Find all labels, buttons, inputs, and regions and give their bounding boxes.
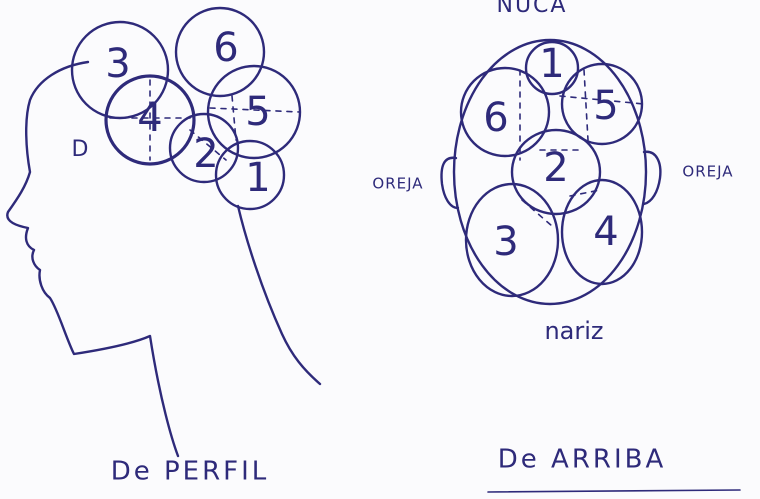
profile-region-1-label: 1: [245, 155, 270, 201]
top-region-4-label: 4: [593, 209, 618, 255]
profile-region-2-label: 2: [193, 131, 218, 177]
top-head-diagram: NUCA 1 6 5 2 3 4 OREJA OREJA nariz De AR…: [372, 0, 740, 492]
profile-head-diagram: D 3 6 4 5 2 1 De PERFIL: [7, 8, 320, 487]
top-region-5-label: 5: [593, 83, 618, 129]
top-region-6-label: 6: [483, 95, 508, 141]
top-left-ear-label: OREJA: [372, 175, 423, 193]
top-overlap-dashes: [520, 70, 644, 226]
profile-region-6-label: 6: [213, 25, 238, 71]
profile-caption: De PERFIL: [111, 457, 270, 487]
profile-eye-mark: D: [72, 137, 89, 162]
top-caption-underline: [488, 490, 740, 492]
profile-region-5-label: 5: [245, 89, 270, 135]
top-caption: De ARRIBA: [498, 445, 667, 475]
top-region-3-label: 3: [493, 219, 518, 265]
profile-region-3-label: 3: [105, 41, 130, 87]
profile-region-4-label: 4: [137, 95, 162, 141]
top-nose-label: nariz: [544, 317, 603, 345]
top-region-1-label: 1: [539, 41, 564, 87]
top-back-label: NUCA: [497, 0, 568, 18]
profile-neck-outline: [238, 206, 320, 384]
top-region-2-label: 2: [543, 145, 568, 191]
top-right-ear-label: OREJA: [682, 163, 733, 181]
